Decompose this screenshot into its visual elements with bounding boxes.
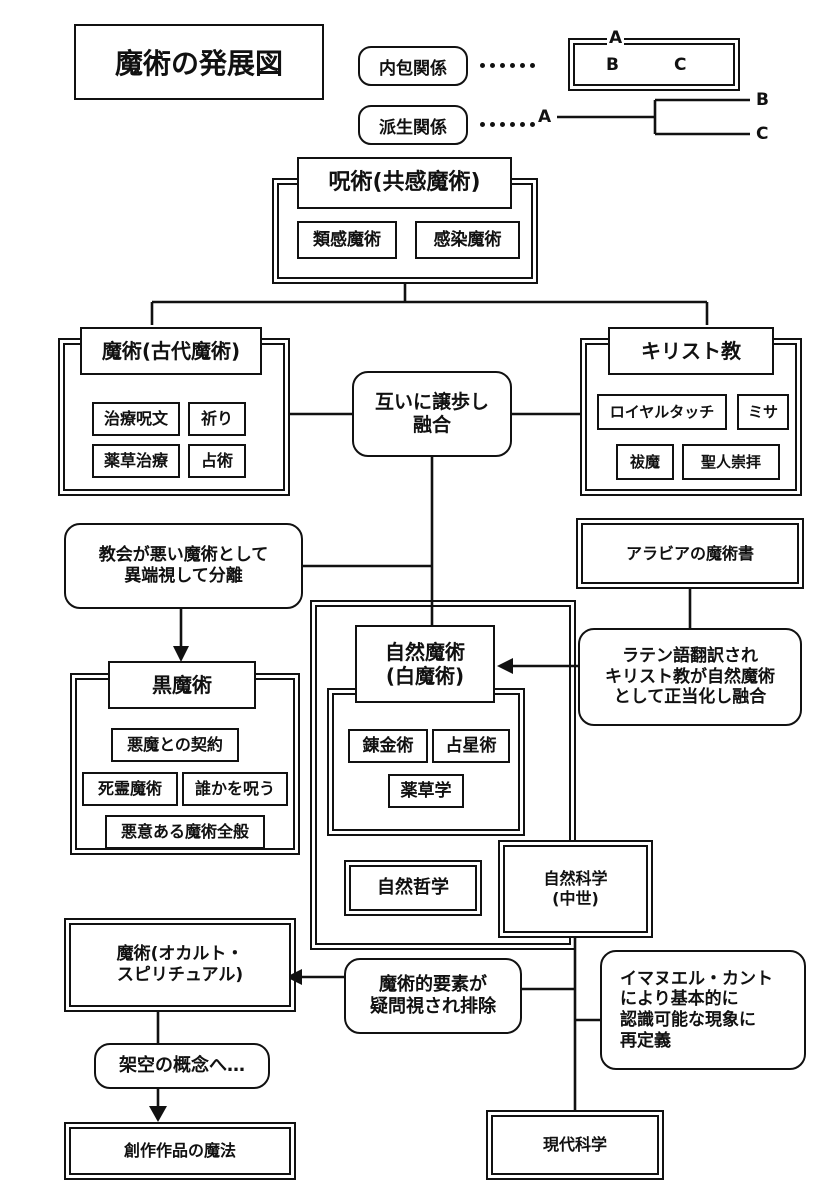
- node-modern-science-label: 現代科学: [542, 1135, 607, 1155]
- node-black-magic[interactable]: 黒魔術: [108, 661, 256, 709]
- node-alchemy-label: 錬金術: [362, 735, 414, 756]
- node-kansen-majutsu[interactable]: 感染魔術: [415, 221, 520, 259]
- node-natural-science[interactable]: 自然科学 (中世): [503, 845, 648, 933]
- node-malicious-magic[interactable]: 悪意ある魔術全般: [105, 815, 265, 849]
- legend-containment-dots: [480, 63, 535, 68]
- node-ruikan-majutsu[interactable]: 類感魔術: [297, 221, 397, 259]
- node-exorcism[interactable]: 祓魔: [616, 444, 674, 480]
- node-astrology[interactable]: 占星術: [432, 729, 510, 763]
- node-royal-touch[interactable]: ロイヤルタッチ: [597, 394, 727, 430]
- node-occult-magic-line2: スピリチュアル): [116, 965, 244, 985]
- node-exorcism-label: 祓魔: [629, 452, 660, 471]
- node-ancient-magic[interactable]: 魔術(古代魔術): [80, 327, 262, 375]
- node-creative-magic[interactable]: 創作作品の魔法: [69, 1127, 291, 1175]
- legend-containment-child2: C: [672, 55, 689, 75]
- node-healing-spell-label: 治療呪文: [103, 409, 168, 429]
- node-mass[interactable]: ミサ: [737, 394, 789, 430]
- node-magical-removed[interactable]: 魔術的要素が 疑問視され排除: [344, 958, 522, 1034]
- node-saint-worship-label: 聖人崇拝: [700, 452, 761, 471]
- node-herbology-label: 薬草学: [400, 780, 452, 801]
- node-divination-label: 占術: [200, 451, 233, 471]
- legend-containment-parent: A: [607, 28, 625, 48]
- node-latin-translation-line2: キリスト教が自然魔術: [605, 666, 775, 687]
- node-fictional[interactable]: 架空の概念へ…: [94, 1043, 270, 1089]
- node-kant-line3: 認識可能な現象に: [620, 1010, 756, 1030]
- page-title-text: 魔術の発展図: [114, 47, 283, 80]
- node-christianity[interactable]: キリスト教: [608, 327, 774, 375]
- node-natural-philosophy-label: 自然哲学: [377, 877, 449, 899]
- legend-derivation-target2: C: [754, 124, 771, 144]
- node-latin-translation[interactable]: ラテン語翻訳され キリスト教が自然魔術 として正当化し融合: [578, 628, 802, 726]
- node-fictional-label: 架空の概念へ…: [119, 1055, 245, 1077]
- node-fusion[interactable]: 互いに譲歩し 融合: [352, 371, 512, 457]
- node-prayer[interactable]: 祈り: [188, 402, 246, 436]
- node-alchemy[interactable]: 錬金術: [348, 729, 428, 763]
- node-kant[interactable]: イマヌエル・カント により基本的に 認識可能な現象に 再定義: [600, 950, 806, 1070]
- node-natural-philosophy[interactable]: 自然哲学: [349, 865, 477, 911]
- node-necromancy[interactable]: 死霊魔術: [82, 772, 178, 806]
- node-natural-science-line2: (中世): [552, 889, 599, 908]
- node-divination[interactable]: 占術: [188, 444, 246, 478]
- legend-containment-child1: B: [604, 55, 621, 75]
- node-fusion-line2: 融合: [412, 414, 451, 436]
- node-heresy-line2: 異端視して分離: [124, 566, 243, 586]
- legend-derivation-dots: [480, 122, 535, 127]
- node-astrology-label: 占星術: [445, 735, 497, 756]
- node-devil-contract[interactable]: 悪魔との契約: [111, 728, 239, 762]
- node-kant-line1: イマヌエル・カント: [620, 968, 773, 989]
- node-fusion-line1: 互いに譲歩し: [374, 390, 489, 413]
- node-devil-contract-label: 悪魔との契約: [127, 735, 223, 755]
- legend-containment-inner: [573, 43, 735, 86]
- node-herbology[interactable]: 薬草学: [388, 774, 464, 808]
- page-title: 魔術の発展図: [74, 24, 324, 100]
- legend-derivation-source: A: [536, 107, 554, 127]
- node-occult-magic-line1: 魔術(オカルト・: [116, 944, 244, 965]
- node-kant-line4: 再定義: [620, 1030, 671, 1051]
- node-mass-label: ミサ: [747, 402, 778, 421]
- node-christianity-label: キリスト教: [641, 338, 741, 363]
- legend-containment-label: 内包関係: [379, 58, 447, 79]
- node-curse-someone[interactable]: 誰かを呪う: [182, 772, 288, 806]
- node-saint-worship[interactable]: 聖人崇拝: [682, 444, 780, 480]
- node-herbal-treatment[interactable]: 薬草治療: [92, 444, 180, 478]
- node-latin-translation-line1: ラテン語翻訳され: [622, 645, 758, 666]
- node-necromancy-label: 死霊魔術: [97, 779, 162, 799]
- node-healing-spell[interactable]: 治療呪文: [92, 402, 180, 436]
- node-modern-science[interactable]: 現代科学: [491, 1115, 659, 1175]
- node-black-magic-label: 黒魔術: [152, 672, 212, 697]
- node-creative-magic-label: 創作作品の魔法: [123, 1141, 236, 1161]
- node-jujutsu[interactable]: 呪術(共感魔術): [297, 157, 512, 209]
- node-royal-touch-label: ロイヤルタッチ: [609, 402, 715, 421]
- node-magical-removed-line1: 魔術的要素が: [379, 974, 487, 996]
- node-herbal-treatment-label: 薬草治療: [103, 451, 168, 471]
- node-prayer-label: 祈り: [200, 409, 233, 429]
- node-ruikan-majutsu-label: 類感魔術: [313, 229, 381, 250]
- node-kant-line2: により基本的に: [620, 989, 739, 1010]
- node-heresy[interactable]: 教会が悪い魔術として 異端視して分離: [64, 523, 303, 609]
- node-malicious-magic-label: 悪意ある魔術全般: [120, 822, 249, 842]
- node-latin-translation-line3: として正当化し融合: [613, 687, 767, 708]
- node-arabian-books[interactable]: アラビアの魔術書: [581, 523, 799, 584]
- node-arabian-books-label: アラビアの魔術書: [625, 543, 754, 563]
- node-occult-magic[interactable]: 魔術(オカルト・ スピリチュアル): [69, 923, 291, 1007]
- legend-derivation-target1: B: [754, 90, 771, 110]
- node-curse-someone-label: 誰かを呪う: [194, 779, 275, 799]
- node-natural-science-line1: 自然科学: [543, 869, 608, 889]
- legend-derivation-label: 派生関係: [379, 117, 447, 138]
- legend-derivation-chip: 派生関係: [358, 105, 468, 145]
- node-kansen-majutsu-label: 感染魔術: [433, 229, 502, 250]
- node-jujutsu-label: 呪術(共感魔術): [328, 169, 481, 195]
- legend-containment-chip: 内包関係: [358, 46, 468, 86]
- node-natural-magic-line1: 自然魔術: [385, 639, 465, 664]
- node-natural-magic-line2: (白魔術): [385, 664, 465, 688]
- node-heresy-line1: 教会が悪い魔術として: [98, 545, 269, 566]
- node-natural-magic[interactable]: 自然魔術 (白魔術): [355, 625, 495, 703]
- node-magical-removed-line2: 疑問視され排除: [370, 996, 496, 1017]
- node-ancient-magic-label: 魔術(古代魔術): [101, 338, 241, 363]
